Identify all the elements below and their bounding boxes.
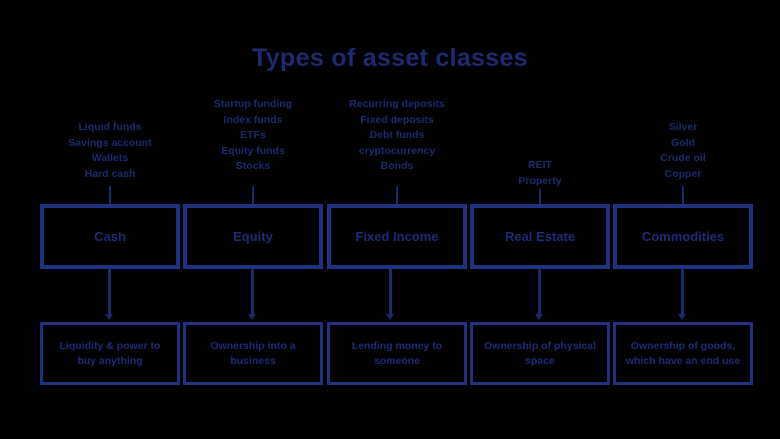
arrow-down-icon (105, 314, 113, 320)
description-label: Ownership of physical space (483, 339, 597, 367)
description-label: Ownership into a business (210, 339, 296, 367)
description-label: Liquidity & power to buy anything (59, 339, 161, 367)
arrow-down-icon (248, 314, 256, 320)
description-box-cash[interactable]: Liquidity & power to buy anything (40, 322, 180, 385)
example-item: Copper (664, 167, 702, 180)
example-item: Bonds (380, 160, 414, 172)
description-label: Lending money to someone (351, 339, 443, 367)
example-item: Debt funds (369, 129, 425, 141)
category-label: Commodities (641, 229, 725, 244)
description-box-fixed-income[interactable]: Lending money to someone (327, 322, 467, 385)
arrow-down-icon (535, 314, 543, 320)
example-item: Wallets (91, 152, 129, 164)
examples-list-cash: Liquid funds Savings account Wallets Har… (40, 120, 180, 182)
examples-list-equity: Startup funding Index funds ETFs Equity … (183, 97, 323, 175)
description-box-real-estate[interactable]: Ownership of physical space (470, 322, 610, 385)
connector-real-estate-to-description (538, 269, 541, 315)
example-item: Equity funds (221, 144, 285, 157)
example-item: Property (518, 174, 562, 187)
category-box-commodities[interactable]: Commodities (613, 204, 753, 269)
category-box-equity[interactable]: Equity (183, 204, 323, 269)
category-box-real-estate[interactable]: Real Estate (470, 204, 610, 269)
example-item: Gold (671, 136, 695, 149)
category-label: Equity (233, 229, 273, 244)
example-item: Recurring deposits (349, 98, 445, 110)
page-title: Types of asset classes (252, 44, 528, 72)
description-box-commodities[interactable]: Ownership of goods, which have an end us… (613, 322, 753, 385)
connector-fixed-income-to-description (389, 269, 392, 315)
connector-examples-to-real-estate (539, 189, 541, 204)
category-box-cash[interactable]: Cash (40, 204, 180, 269)
example-item: cryptocurrency (358, 144, 436, 157)
example-item: Crude oil (660, 152, 706, 164)
examples-list-fixed-income: Recurring deposits Fixed deposits Debt f… (327, 97, 467, 175)
connector-examples-to-fixed-income (396, 186, 398, 204)
category-box-fixed-income[interactable]: Fixed Income (327, 204, 467, 269)
category-label: Cash (94, 229, 126, 244)
connector-examples-to-cash (109, 186, 111, 204)
connector-cash-to-description (108, 269, 111, 315)
connector-examples-to-commodities (682, 186, 684, 204)
category-label: Real Estate (504, 229, 576, 244)
example-item: Fixed deposits (360, 113, 434, 126)
description-label: Ownership of goods, which have an end us… (625, 339, 741, 367)
examples-list-real-estate: REIT Property (470, 158, 610, 189)
example-item: Liquid funds (78, 121, 142, 133)
example-item: Hard cash (84, 167, 136, 180)
example-item: REIT (528, 159, 552, 171)
arrow-down-icon (678, 314, 686, 320)
example-item: ETFs (240, 129, 266, 141)
connector-examples-to-equity (252, 186, 254, 204)
example-item: Index funds (223, 113, 283, 126)
example-item: Savings account (68, 136, 152, 149)
category-label: Fixed Income (355, 229, 439, 244)
example-item: Startup funding (213, 98, 293, 110)
example-item: Stocks (235, 160, 271, 172)
connector-equity-to-description (251, 269, 254, 315)
connector-commodities-to-description (681, 269, 684, 315)
description-box-equity[interactable]: Ownership into a business (183, 322, 323, 385)
examples-list-commodities: Silver Gold Crude oil Copper (613, 120, 753, 182)
example-item: Silver (668, 121, 698, 133)
arrow-down-icon (386, 314, 394, 320)
